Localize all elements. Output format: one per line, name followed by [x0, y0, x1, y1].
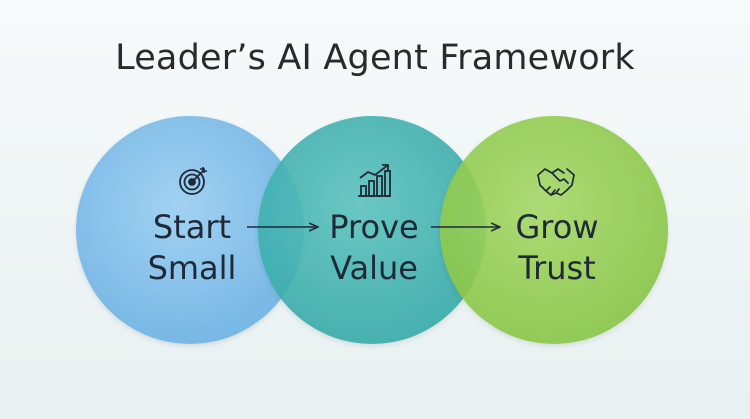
circle-prove-value [258, 116, 486, 344]
diagram-title: Leader’s AI Agent Framework [115, 38, 635, 78]
circle-start-small [76, 116, 304, 344]
stage-prove-line1: Prove [329, 208, 418, 246]
stage-grow-line1: Grow [516, 208, 599, 246]
handshake-icon [537, 168, 575, 196]
stage-grow-line2: Trust [517, 249, 596, 287]
stage-prove-line2: Value [330, 249, 418, 287]
target-icon [179, 167, 207, 195]
stage-start-line2: Small [148, 249, 237, 287]
growth-chart-icon [358, 164, 391, 197]
circle-grow-trust [440, 116, 668, 344]
stage-start-line1: Start [153, 208, 231, 246]
